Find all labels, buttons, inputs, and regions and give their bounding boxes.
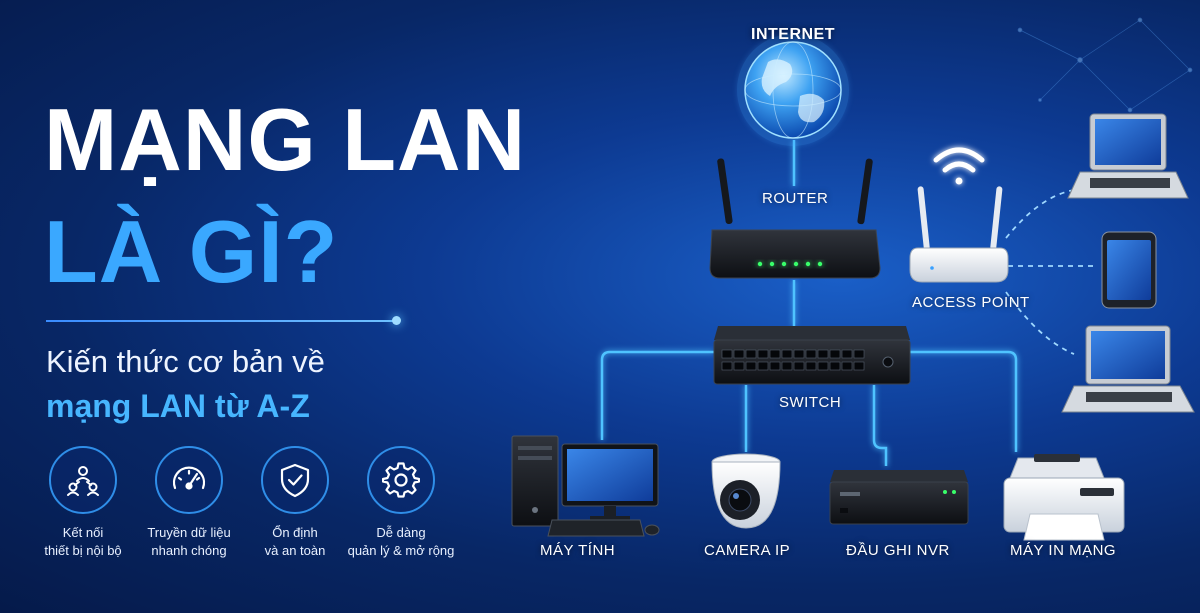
divider-dot [392,316,401,325]
users-network-icon [49,446,117,514]
speedometer-icon [155,446,223,514]
feature-speed-line-1: Truyền dữ liệu [147,525,231,540]
printer-label: MÁY IN MẠNG [1010,542,1117,559]
feature-connect-line-2: thiết bị nội bộ [44,543,122,558]
internet-label: INTERNET [751,26,835,43]
computer-device [511,435,660,537]
shield-check-icon [261,446,329,514]
feature-manage-line-1: Dễ dàng [376,525,426,540]
page-title-line-2: LÀ GÌ? [44,202,339,301]
camera-device [711,453,781,529]
computer-label: MÁY TÍNH [540,542,616,559]
globe-icon [737,34,849,146]
subtitle-line-2: mạng LAN từ A-Z [46,388,310,424]
feature-manage-line-2: quản lý & mở rộng [347,543,455,558]
gear-icon [367,446,435,514]
wireless-links [1005,189,1094,355]
switch-device [713,326,911,385]
laptop-device [1067,113,1189,199]
feature-secure-line-1: Ổn định [272,525,318,540]
subtitle-line-1: Kiến thức cơ bản về [46,344,325,379]
feature-secure-line-2: và an toàn [264,543,326,558]
background-mesh [1017,17,1193,113]
phone-device [1101,231,1157,309]
page-title-line-1: MẠNG LAN [44,90,527,189]
feature-connect-line-1: Kết nối [62,525,104,540]
feature-connect: Kết nối thiết bị nội bộ [28,446,138,560]
laptop-device [1061,325,1195,413]
router-device [709,158,881,279]
access-point-device [909,186,1009,283]
router-label: ROUTER [762,190,829,207]
camera-label: CAMERA IP [704,542,791,559]
nvr-device [829,470,969,525]
feature-speed-line-2: nhanh chóng [151,543,227,558]
wifi-icon [933,147,985,185]
access-point-label: ACCESS POINT [912,294,1030,311]
feature-speed: Truyền dữ liệu nhanh chóng [134,446,244,560]
nvr-label: ĐẦU GHI NVR [846,542,950,559]
feature-manage: Dễ dàng quản lý & mở rộng [346,446,456,560]
feature-secure: Ổn định và an toàn [240,446,350,560]
printer-device [1003,454,1125,541]
connection-lines [600,140,1018,466]
divider [46,320,394,322]
switch-label: SWITCH [779,394,842,411]
